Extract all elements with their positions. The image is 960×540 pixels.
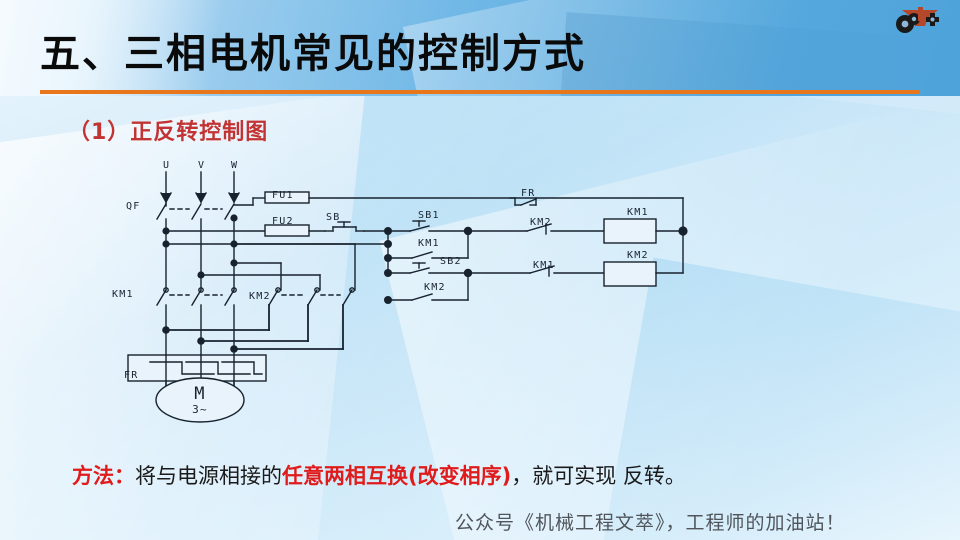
method-statement: 方法：将与电源相接的任意两相互换(改变相序)，就可实现 反转。 bbox=[72, 466, 686, 487]
fu1-feed bbox=[233, 191, 684, 206]
km1-main-contacts bbox=[156, 287, 237, 356]
slide-header-band bbox=[0, 0, 960, 96]
motor-symbol: M bbox=[194, 384, 205, 404]
fuse-fu2: FU2 bbox=[272, 216, 294, 227]
fuse-fu1: FU1 bbox=[272, 190, 294, 201]
motor-phase: 3~ bbox=[192, 403, 208, 416]
junction-dot bbox=[162, 240, 170, 248]
stop-button-sb-symbol bbox=[324, 221, 389, 232]
coil-km2: KM2 bbox=[627, 250, 649, 261]
stop-sb: SB bbox=[326, 212, 340, 223]
km2-coil-box bbox=[603, 261, 657, 287]
section-subtitle: （1）正反转控制图 bbox=[68, 120, 269, 145]
km2-lower-phase-crossover bbox=[165, 304, 344, 350]
method-emphasis: 任意两相互换(改变相序) bbox=[282, 464, 512, 488]
junction-dot bbox=[230, 240, 238, 248]
phase-v: V bbox=[198, 160, 205, 171]
method-text-1: 将与电源相接的 bbox=[135, 464, 282, 488]
overload-fr-heater: FR bbox=[124, 370, 138, 381]
footer-credit: 公众号《机械工程文萃》，工程师的加油站！ bbox=[455, 512, 846, 534]
junction-dot bbox=[384, 240, 392, 248]
forward-button-sb1-symbol bbox=[387, 220, 469, 232]
fu2-feed bbox=[165, 224, 326, 237]
contactor-km2-main: KM2 bbox=[249, 291, 271, 302]
junction-dot bbox=[230, 345, 238, 353]
overload-fr-contact: FR bbox=[521, 188, 535, 199]
overload-relay-fr-contact bbox=[509, 197, 537, 206]
title-underline-rule bbox=[40, 90, 920, 94]
junction-dot bbox=[230, 214, 238, 222]
km2-upper-phase-crossover bbox=[200, 243, 356, 291]
km2-main-contacts bbox=[268, 287, 355, 306]
reverse-sb2: SB2 bbox=[440, 256, 462, 267]
km1-coil-box bbox=[603, 218, 657, 244]
holding-km2: KM2 bbox=[424, 282, 446, 293]
coil-km1: KM1 bbox=[627, 207, 649, 218]
phase-w: W bbox=[231, 160, 238, 171]
phase-supply-lines bbox=[160, 171, 240, 204]
junction-dot bbox=[162, 227, 170, 235]
junction-dot bbox=[197, 271, 205, 279]
phase-u: U bbox=[163, 160, 170, 171]
forward-sb1: SB1 bbox=[418, 210, 440, 221]
interlock-km2: KM2 bbox=[530, 217, 552, 228]
junction-dot bbox=[230, 259, 238, 267]
junction-dot bbox=[197, 337, 205, 345]
gear-logo bbox=[896, 7, 939, 33]
junction-dot bbox=[384, 296, 392, 304]
junction-dot bbox=[384, 254, 392, 262]
junction-dot bbox=[678, 226, 688, 236]
method-label: 方法： bbox=[72, 464, 135, 488]
interlock-km1: KM1 bbox=[533, 260, 555, 271]
method-text-2: ，就可实现 反转。 bbox=[511, 464, 686, 488]
breaker-qf: QF bbox=[126, 201, 140, 212]
junction-dot bbox=[162, 326, 170, 334]
contactor-km1-main: KM1 bbox=[112, 289, 134, 300]
holding-km1: KM1 bbox=[418, 238, 440, 249]
